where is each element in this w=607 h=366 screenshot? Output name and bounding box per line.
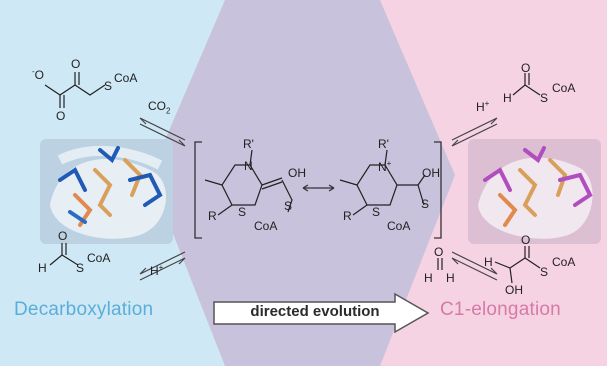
o-top-left-3: O — [56, 109, 66, 123]
right-protein-image — [468, 139, 601, 244]
reaction-arrows — [139, 117, 498, 281]
r-right: R — [343, 209, 352, 223]
h-tr: H — [503, 91, 512, 105]
oh-left: OH — [288, 166, 306, 180]
co2-label: CO2 — [148, 99, 171, 116]
coa-br: CoA — [552, 255, 576, 269]
s-bl: S — [76, 261, 85, 275]
coa-tr: CoA — [552, 81, 576, 95]
coa-int-left: CoA — [254, 219, 278, 233]
intermediate-brackets — [194, 141, 442, 239]
o-br: O — [521, 233, 531, 247]
s-br: S — [540, 265, 549, 279]
oh-br: OH — [505, 283, 523, 297]
o-top-left-2: O — [71, 57, 81, 71]
r-left: R — [208, 209, 217, 223]
s-left: S — [284, 199, 293, 213]
h-br: H — [484, 255, 493, 269]
s-ring-right: S — [372, 205, 381, 219]
s-tr: S — [540, 91, 549, 105]
left-protein-image — [40, 139, 173, 244]
n-right: N+ — [378, 159, 392, 174]
n-left: N — [244, 159, 253, 173]
formaldehyde-o: O — [434, 245, 444, 259]
c1-elongation-label: C1-elongation — [440, 299, 561, 320]
formaldehyde-h2: H — [446, 271, 455, 285]
formaldehyde-h1: H — [424, 271, 433, 285]
s-right: S — [421, 197, 430, 211]
center-hexagon — [150, 0, 455, 366]
o-tr: O — [521, 61, 531, 75]
coa-top-left: CoA — [114, 71, 138, 85]
intermediate-skeletons — [204, 149, 426, 216]
decarboxylation-label: Decarboxylation — [14, 299, 154, 320]
r-prime-right: R' — [378, 137, 389, 151]
o-neg-top-left: -O — [32, 67, 45, 82]
coa-bl: CoA — [87, 251, 111, 265]
small-molecule-skeletons — [44, 72, 541, 284]
r-prime-left: R' — [243, 137, 254, 151]
directed-evolution-arrow — [213, 292, 430, 334]
o-bl: O — [58, 229, 68, 243]
directed-evolution-label: directed evolution — [250, 303, 380, 320]
h-bl: H — [38, 261, 47, 275]
coa-int-right: CoA — [387, 219, 411, 233]
s-ring-left: S — [238, 205, 247, 219]
h-plus-right: H+ — [476, 99, 490, 114]
s-top-left: S — [104, 79, 113, 93]
h-plus-left: H+ — [150, 263, 164, 278]
oh-right: OH — [422, 166, 440, 180]
